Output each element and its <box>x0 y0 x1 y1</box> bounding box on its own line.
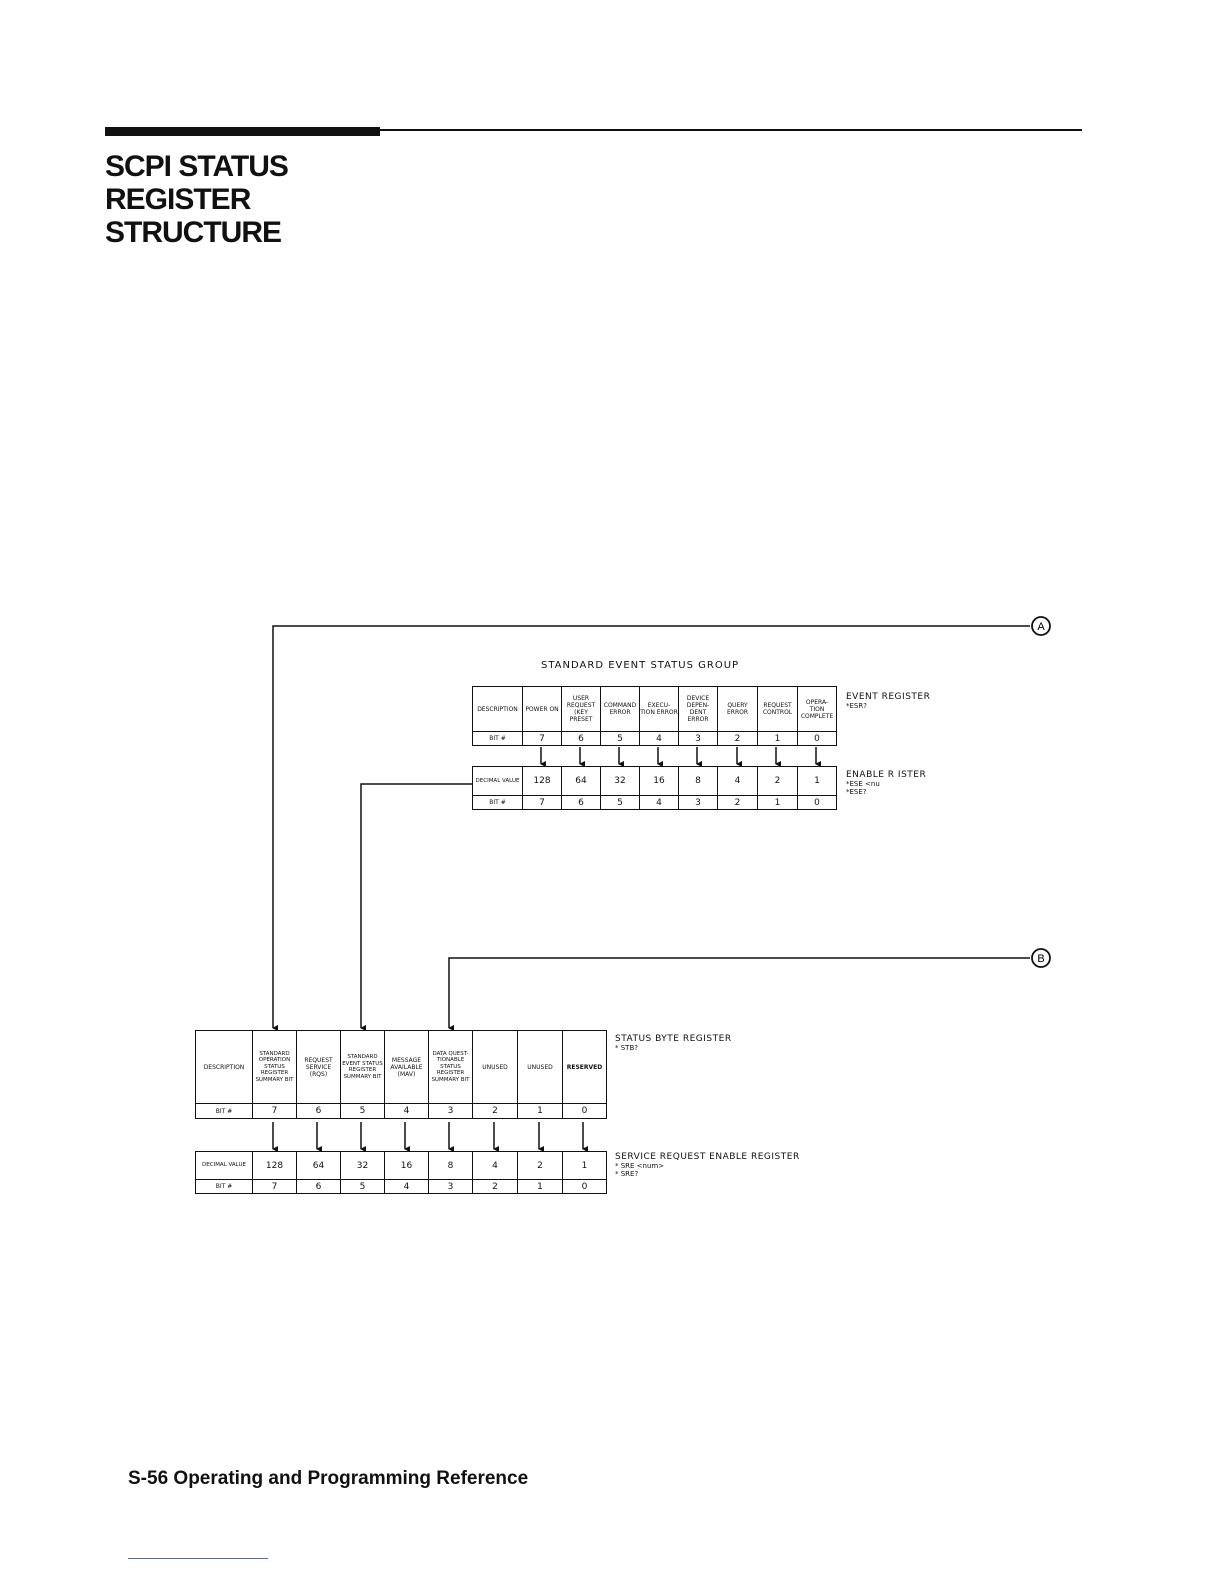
bit-number: 7 <box>252 1103 297 1119</box>
bit-number: 0 <box>797 731 837 746</box>
bit-number: 0 <box>797 795 837 810</box>
bit-number: 7 <box>522 795 562 810</box>
bit-number: 3 <box>428 1179 473 1194</box>
decimal-value: 16 <box>639 766 679 796</box>
title-line-1: SCPI STATUS <box>105 150 289 183</box>
bit-number: 5 <box>340 1103 385 1119</box>
service-request-enable-table: DECIMAL VALUE 128 64 32 16 8 4 2 1 BIT #… <box>195 1151 607 1194</box>
page-footer: S-56 Operating and Programming Reference <box>128 1468 529 1489</box>
bit-number: 6 <box>296 1103 341 1119</box>
connector-a <box>1031 616 1051 636</box>
stb-bit-1: UNUSED <box>517 1030 563 1104</box>
decimal-value: 4 <box>717 766 758 796</box>
decimal-value-label: DECIMAL VALUE <box>195 1151 253 1180</box>
event-bit-4: EXECU- TION ERROR <box>639 686 679 732</box>
stb-bit-5: STANDARD EVENT STATUS REGISTER SUMMARY B… <box>340 1030 385 1104</box>
status-byte-label: STATUS BYTE REGISTER * STB? <box>615 1034 732 1053</box>
desc-label: DESCRIPTION <box>195 1030 253 1104</box>
connector-b-label: B <box>1037 953 1044 965</box>
decimal-value: 4 <box>472 1151 518 1180</box>
decimal-value: 8 <box>428 1151 473 1180</box>
bit-number: 3 <box>428 1103 473 1119</box>
event-bit-3: DEVICE DEPEN- DENT ERROR <box>678 686 718 732</box>
wire-b <box>448 957 1030 1031</box>
decimal-value: 32 <box>340 1151 385 1180</box>
bit-label: BIT # <box>195 1103 253 1119</box>
decimal-value: 64 <box>296 1151 341 1180</box>
page-title: SCPI STATUS REGISTER STRUCTURE <box>105 150 289 249</box>
header-rule-thick <box>105 127 380 136</box>
decimal-value: 2 <box>757 766 798 796</box>
decimal-value-label: DECIMAL VALUE <box>472 766 523 796</box>
decimal-value: 128 <box>522 766 562 796</box>
bit-number: 0 <box>562 1179 607 1194</box>
wire-a <box>272 625 1030 1031</box>
bit-number: 2 <box>472 1103 518 1119</box>
stb-bit-6: REQUEST SERVICE (RQS) <box>296 1030 341 1104</box>
decimal-value: 1 <box>797 766 837 796</box>
bit-label: BIT # <box>195 1179 253 1194</box>
service-request-enable-label: SERVICE REQUEST ENABLE REGISTER * SRE <n… <box>615 1152 800 1179</box>
event-register-table: DESCRIPTION POWER ON USER REQUEST (KEY P… <box>472 686 837 746</box>
enable-register-label: ENABLE R ISTER *ESE <nu *ESE? <box>846 770 927 797</box>
decimal-value: 1 <box>562 1151 607 1180</box>
event-bit-1: REQUEST CONTROL <box>757 686 798 732</box>
stb-bit-2: UNUSED <box>472 1030 518 1104</box>
stb-bit-0: RESERVED <box>562 1030 607 1104</box>
bit-number: 2 <box>717 731 758 746</box>
event-bit-0: OPERA- TION COMPLETE <box>797 686 837 732</box>
bit-number: 1 <box>517 1103 563 1119</box>
title-line-3: STRUCTURE <box>105 216 282 249</box>
bit-number: 1 <box>757 731 798 746</box>
bit-number: 4 <box>639 731 679 746</box>
bit-number: 2 <box>472 1179 518 1194</box>
connector-a-label: A <box>1037 621 1045 633</box>
bit-number: 6 <box>561 731 601 746</box>
bit-number: 4 <box>384 1103 429 1119</box>
decimal-value: 16 <box>384 1151 429 1180</box>
decimal-value: 128 <box>252 1151 297 1180</box>
bit-number: 5 <box>340 1179 385 1194</box>
decimal-value: 8 <box>678 766 718 796</box>
bit-number: 6 <box>296 1179 341 1194</box>
bit-number: 0 <box>562 1103 607 1119</box>
bit-number: 7 <box>522 731 562 746</box>
bit-number: 3 <box>678 795 718 810</box>
wire-ese-summary <box>360 783 472 1031</box>
bit-number: 4 <box>639 795 679 810</box>
bit-number: 4 <box>384 1179 429 1194</box>
bit-number: 1 <box>517 1179 563 1194</box>
decimal-value: 2 <box>517 1151 563 1180</box>
event-bit-2: QUERY ERROR <box>717 686 758 732</box>
event-register-label: EVENT REGISTER *ESR? <box>846 692 931 711</box>
bit-number: 1 <box>757 795 798 810</box>
event-bit-7: POWER ON <box>522 686 562 732</box>
bit-number: 5 <box>600 731 640 746</box>
decimal-value: 64 <box>561 766 601 796</box>
header-rule-thin <box>380 129 1082 131</box>
footer-rule <box>128 1558 268 1559</box>
status-byte-table: DESCRIPTION STANDARD OPERATION STATUS RE… <box>195 1030 607 1119</box>
event-bit-5: COMMAND ERROR <box>600 686 640 732</box>
group-title: STANDARD EVENT STATUS GROUP <box>541 660 740 671</box>
stb-bit-7: STANDARD OPERATION STATUS REGISTER SUMMA… <box>252 1030 297 1104</box>
bit-number: 6 <box>561 795 601 810</box>
bit-number: 2 <box>717 795 758 810</box>
title-line-2: REGISTER <box>105 183 251 216</box>
stb-bit-4: MESSAGE AVAILABLE (MAV) <box>384 1030 429 1104</box>
event-bit-6: USER REQUEST (KEY PRESET <box>561 686 601 732</box>
bit-label: BIT # <box>472 731 523 746</box>
connector-b <box>1031 948 1051 968</box>
decimal-value: 32 <box>600 766 640 796</box>
bit-number: 7 <box>252 1179 297 1194</box>
bit-number: 3 <box>678 731 718 746</box>
bit-number: 5 <box>600 795 640 810</box>
desc-label: DESCRIPTION <box>472 686 523 732</box>
bit-label: BIT # <box>472 795 523 810</box>
enable-register-table: DECIMAL VALUE 128 64 32 16 8 4 2 1 BIT #… <box>472 766 837 810</box>
stb-bit-3: DATA QUEST- TIONABLE STATUS REGISTER SUM… <box>428 1030 473 1104</box>
